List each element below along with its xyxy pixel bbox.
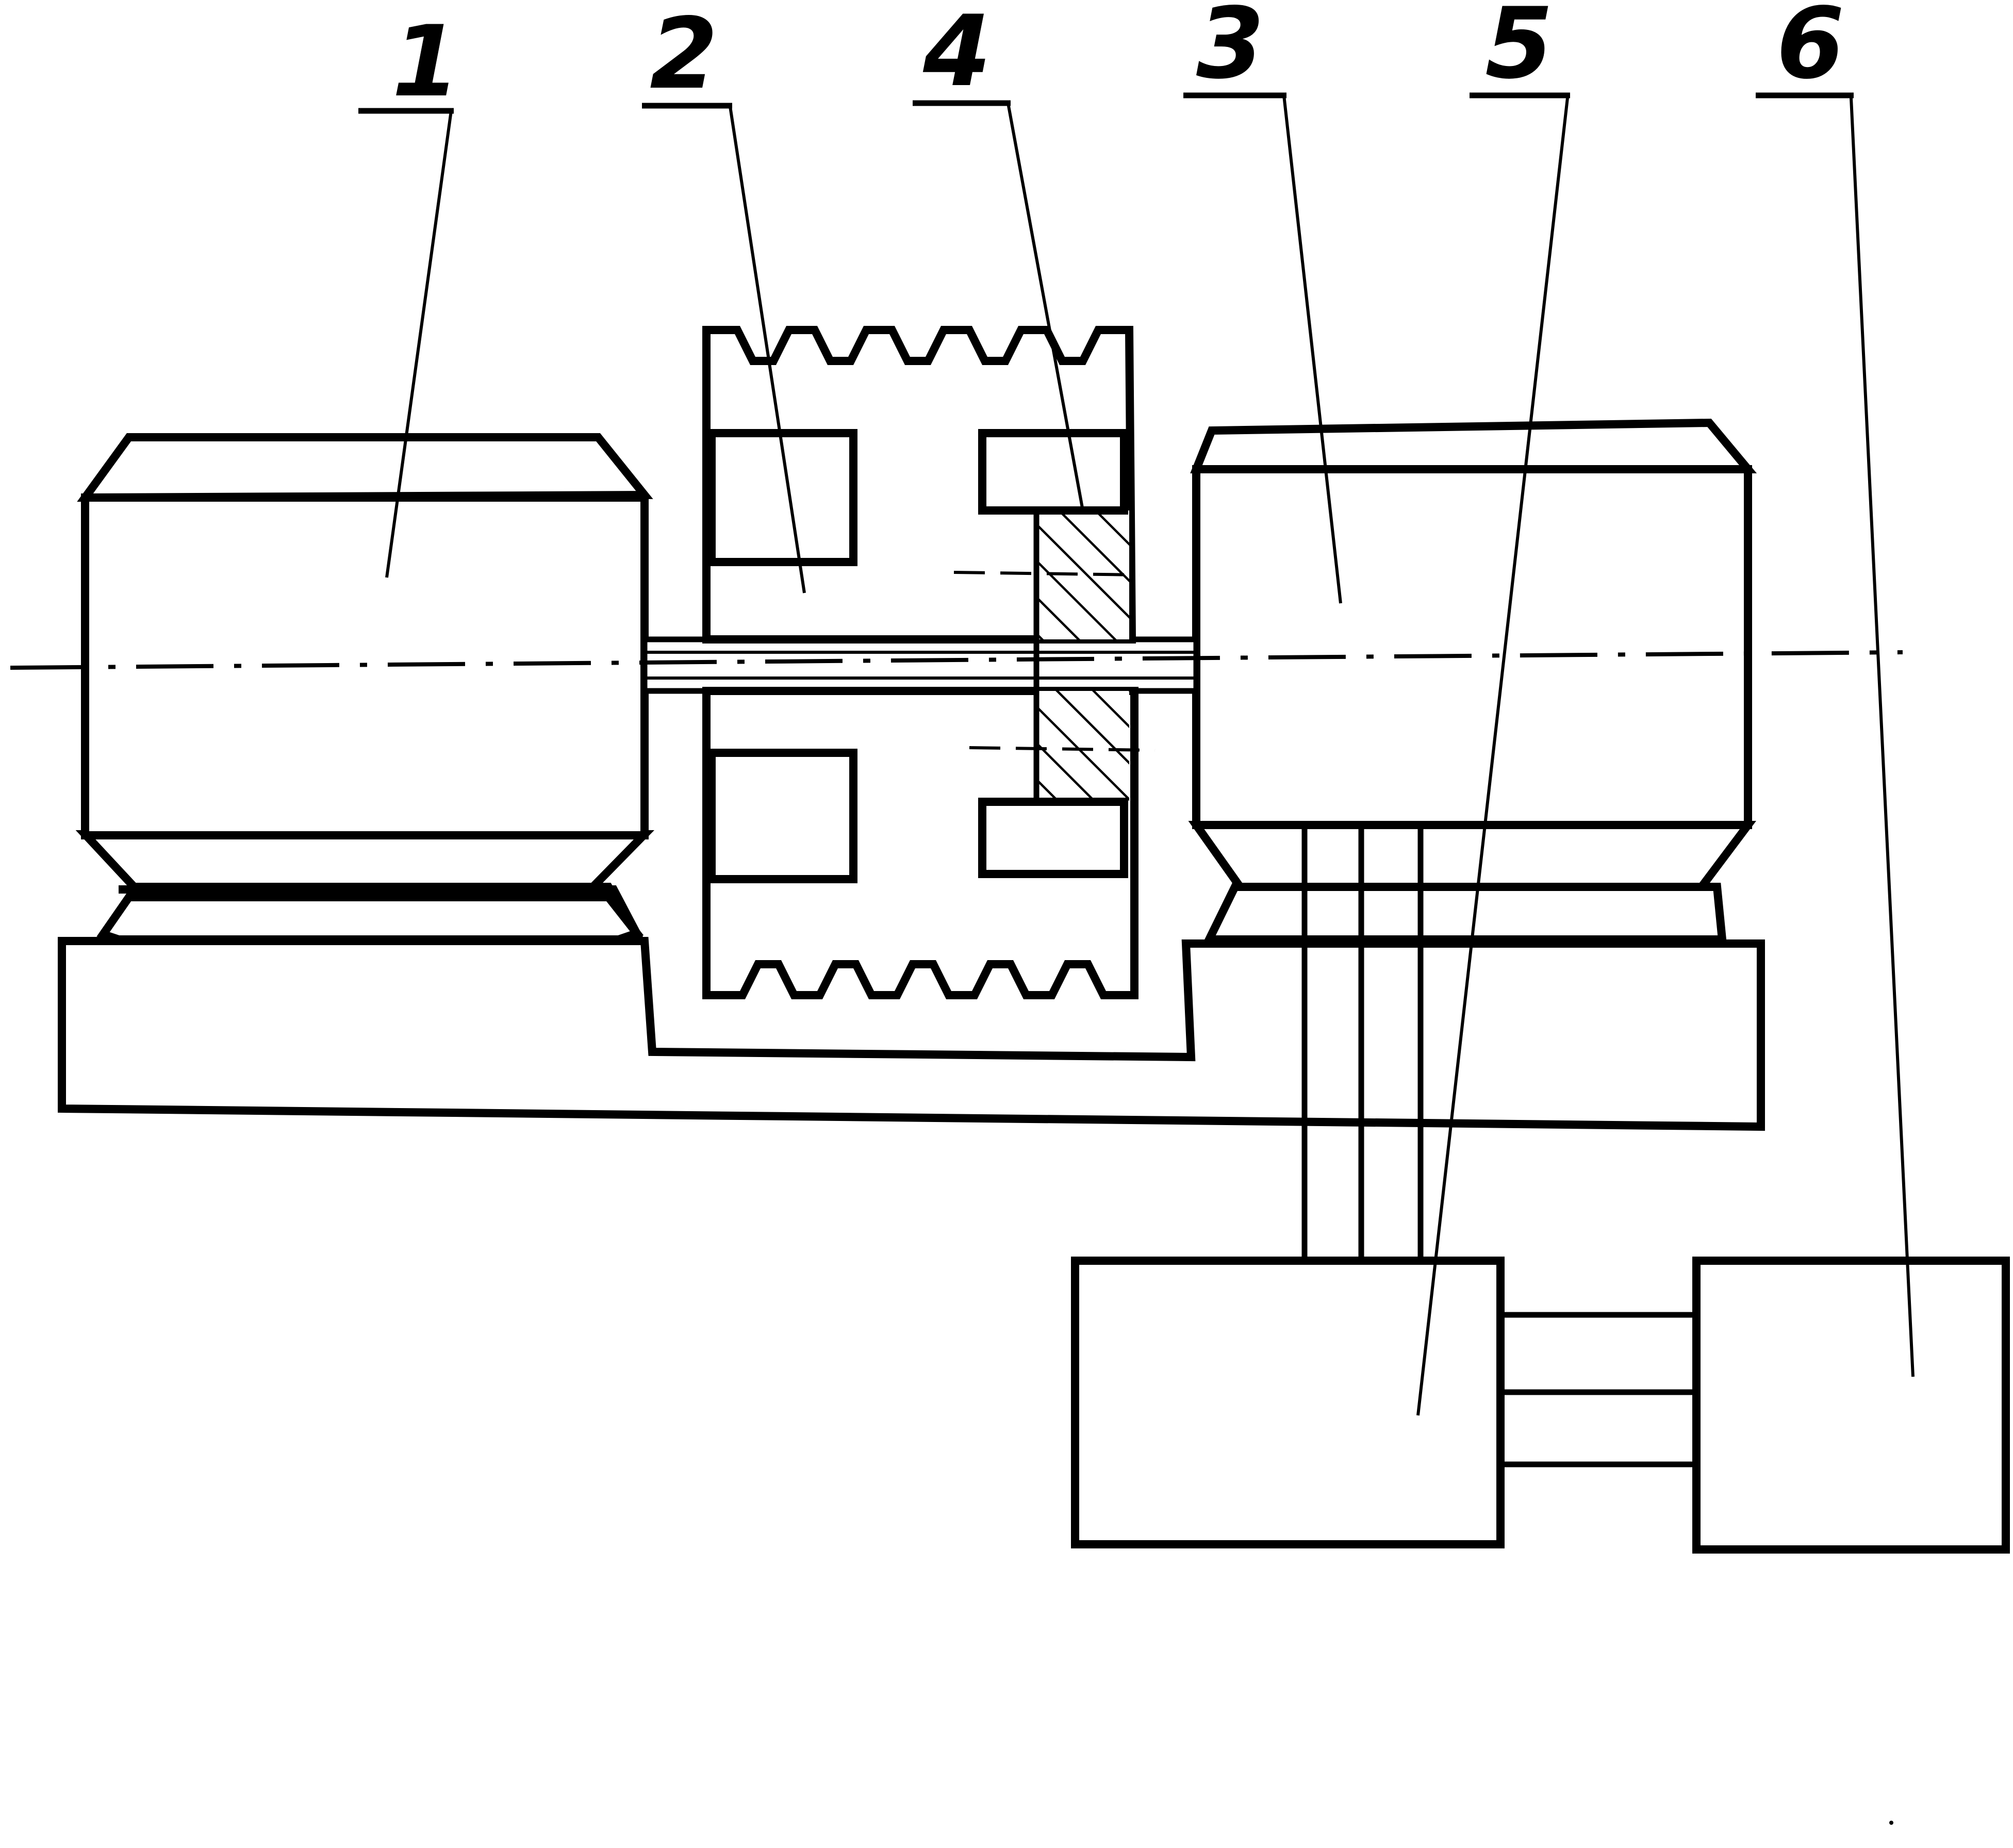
label-4: 4	[922, 0, 991, 108]
label-1: 1	[392, 5, 460, 119]
block-5	[1071, 1257, 1505, 1548]
label-2: 2	[650, 0, 718, 111]
leader-lines	[385, 95, 1915, 1416]
label-5: 5	[1485, 0, 1553, 101]
label-underlines	[358, 92, 1854, 114]
pulley-section	[702, 326, 1156, 999]
motor-3	[1188, 418, 1757, 944]
label-3: 3	[1196, 0, 1264, 101]
block-6	[1692, 1257, 2010, 1554]
wiring-block-5-to-block-6	[1500, 1312, 1696, 1467]
shaft	[641, 636, 1199, 694]
scan-dot	[1889, 1821, 1893, 1825]
center-axis	[10, 650, 1903, 670]
base-frame	[58, 937, 1765, 1131]
wiring-motor-to-block-5	[1301, 825, 1424, 1261]
motor-1	[75, 433, 655, 944]
label-6: 6	[1776, 0, 1844, 101]
